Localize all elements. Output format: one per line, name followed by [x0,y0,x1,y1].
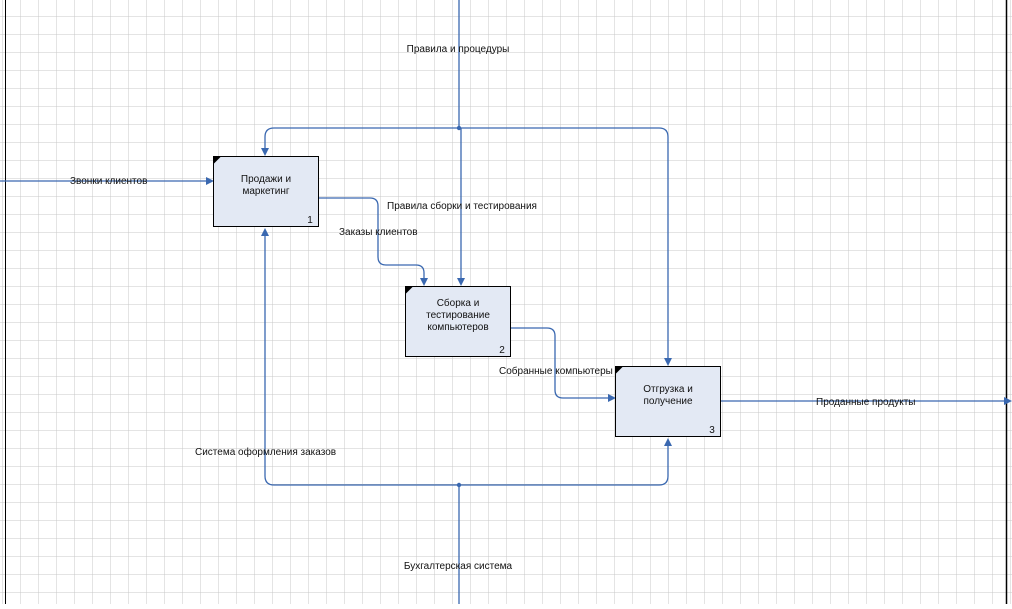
label-assembly-rules: Правила сборки и тестирования [387,200,537,212]
label-customer-calls: Звонки клиентов [70,176,147,187]
junction-rules [456,125,462,131]
arrowhead-assembly-rules [457,278,465,286]
block-3-title-line-2: получение [643,396,692,407]
arrow-rules-to-block3[interactable] [459,127,669,362]
block-1-title-line-2: маркетинг [242,186,289,197]
block-1-number: 1 [307,215,313,226]
arrow-labels: Правила и процедуры Звонки клиентов Прав… [70,44,915,572]
block-1-corner-mark [213,156,221,164]
arrowhead-assembled-computers [608,394,616,402]
block-2-corner-mark [405,286,413,294]
label-order-system: Система оформления заказов [195,446,336,458]
block-2-title-line-2: тестирование [426,310,490,321]
label-sold-products: Проданные продукты [816,397,915,408]
arrowhead-customer-orders [420,278,428,286]
block-2-number: 2 [499,345,505,356]
block-2-assembly-testing[interactable]: Сборка и тестирование компьютеров 2 [405,286,511,357]
arrow-rules-to-block1[interactable] [264,127,459,152]
arrowhead-sold-products [1004,397,1012,405]
arrow-order-system-to-block3[interactable] [459,442,669,486]
block-1-rect [213,156,319,227]
block-2-rect [405,286,511,357]
label-assembled-computers: Собранные компьютеры [499,365,613,377]
block-2-title-line-1: Сборка и [437,297,480,309]
label-accounting-system: Бухгалтерская система [404,561,513,572]
arrowhead-customer-calls [206,177,214,185]
block-3-rect [615,366,721,437]
label-rules-procedures: Правила и процедуры [407,44,510,55]
arrow-customer-orders[interactable] [319,197,425,282]
arrowhead-rules-block1 [261,148,269,156]
block-1-sales-marketing[interactable]: Продажи и маркетинг 1 [213,156,319,227]
block-1-title-line-1: Продажи и [241,174,291,185]
arrowhead-order-system-block3 [664,438,672,446]
arrowhead-order-system-block1 [261,228,269,236]
arrowhead-rules-block3 [664,358,672,366]
arrow-assembled-computers[interactable] [511,327,611,399]
block-3-number: 3 [709,425,715,436]
block-3-title-line-1: Отгрузка и [643,384,693,395]
label-customer-orders: Заказы клиентов [339,227,418,238]
block-3-shipping-receiving[interactable]: Отгрузка и получение 3 [615,366,721,437]
block-2-title-line-3: компьютеров [427,322,488,333]
block-3-corner-mark [615,366,623,374]
arrow-order-system-to-block1[interactable] [264,232,459,486]
